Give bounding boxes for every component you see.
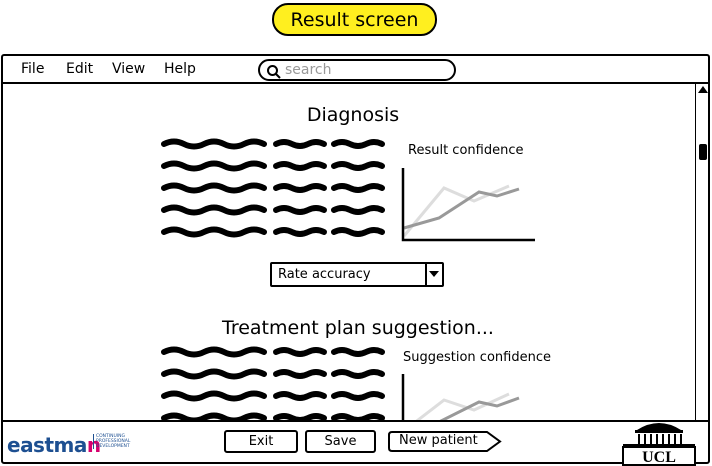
diagnosis-text-placeholder	[161, 138, 385, 238]
exit-button[interactable]: Exit	[224, 430, 298, 453]
app-window: File Edit View Help search Diagnosis Res…	[1, 54, 710, 466]
bottom-bar: eastman CONTINUING PROFESSIONAL DEVELOPM…	[3, 420, 708, 466]
suggestion-confidence-label: Suggestion confidence	[403, 350, 551, 365]
screen-title: Result screen	[272, 3, 437, 36]
main-content: Diagnosis Result confidence Rate accurac…	[3, 86, 696, 420]
vertical-scrollbar[interactable]	[695, 84, 709, 420]
diagnosis-heading: Diagnosis	[306, 104, 400, 126]
ucl-logo: UCL	[622, 423, 696, 466]
result-confidence-label: Result confidence	[408, 143, 524, 158]
chevron-down-icon	[429, 271, 439, 277]
save-button[interactable]: Save	[305, 430, 376, 453]
ucl-logo-text: UCL	[642, 449, 676, 466]
search-icon	[267, 65, 281, 79]
result-confidence-chart	[401, 168, 535, 242]
suggestion-confidence-chart	[401, 374, 520, 420]
scroll-thumb[interactable]	[699, 144, 707, 160]
rate-accuracy-dropdown[interactable]: Rate accuracy	[270, 262, 444, 287]
menu-edit[interactable]: Edit	[66, 61, 94, 77]
search-input[interactable]: search	[258, 59, 456, 81]
eastman-logo-subtitle: CONTINUING PROFESSIONAL DEVELOPMENT	[93, 434, 140, 449]
menu-view[interactable]: View	[112, 61, 146, 77]
menu-help[interactable]: Help	[164, 61, 196, 77]
new-patient-button[interactable]: New patient	[387, 430, 503, 453]
eastman-logo: eastman	[7, 433, 101, 457]
scroll-up-arrow-icon[interactable]	[698, 86, 708, 93]
menu-bar: File Edit View Help search	[3, 56, 708, 84]
treatment-text-placeholder	[161, 346, 385, 420]
rate-accuracy-value: Rate accuracy	[278, 267, 371, 282]
treatment-heading: Treatment plan suggestion...	[222, 317, 494, 339]
new-patient-button-shape	[388, 431, 502, 452]
search-placeholder: search	[285, 62, 332, 78]
new-patient-label: New patient	[399, 433, 478, 448]
dropdown-arrow-button[interactable]	[425, 264, 442, 285]
menu-file[interactable]: File	[21, 61, 45, 77]
